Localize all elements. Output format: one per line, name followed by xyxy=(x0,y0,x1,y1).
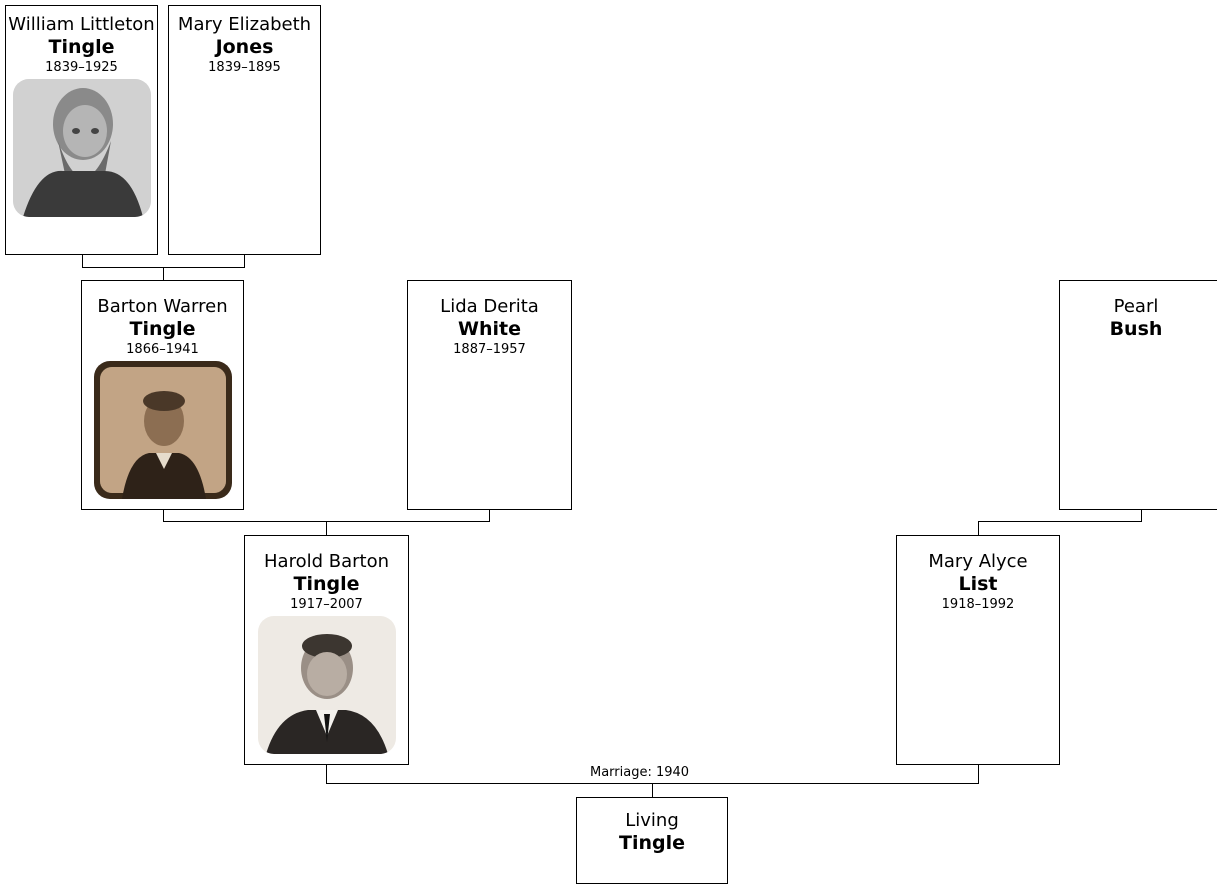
connector-line xyxy=(163,509,164,522)
person-dates: 1887–1957 xyxy=(453,342,526,357)
person-card-pearl-bush[interactable]: Pearl Bush xyxy=(1059,280,1217,510)
person-given-name: Mary Alyce xyxy=(928,551,1028,572)
connector-line xyxy=(978,764,979,784)
portrait-photo xyxy=(257,616,396,754)
person-dates: 1839–1925 xyxy=(45,60,118,75)
person-card-harold-tingle[interactable]: Harold Barton Tingle 1917–2007 xyxy=(244,535,409,765)
connector-line xyxy=(244,254,245,268)
person-card-lida-white[interactable]: Lida Derita White 1887–1957 xyxy=(407,280,572,510)
connector-line xyxy=(652,783,653,797)
connector-line xyxy=(978,521,979,535)
marriage-label: Marriage: 1940 xyxy=(588,765,692,781)
person-surname: List xyxy=(958,573,998,595)
person-surname: Bush xyxy=(1109,318,1163,340)
person-given-name: Pearl xyxy=(1113,296,1159,317)
person-given-name: Lida Derita xyxy=(440,296,539,317)
connector-line xyxy=(82,254,83,268)
connector-line xyxy=(326,764,327,784)
person-given-name: Living xyxy=(625,810,679,831)
person-dates: 1839–1895 xyxy=(208,60,281,75)
person-card-mary-elizabeth-jones[interactable]: Mary Elizabeth Jones 1839–1895 xyxy=(168,5,321,255)
connector-line xyxy=(1141,509,1142,522)
person-given-name: William Littleton xyxy=(8,14,155,35)
person-surname: Tingle xyxy=(619,832,685,854)
person-surname: Tingle xyxy=(293,573,360,595)
person-card-living-tingle[interactable]: Living Tingle xyxy=(576,797,728,884)
connector-line xyxy=(978,521,1142,522)
person-given-name: Barton Warren xyxy=(97,296,228,317)
person-surname: Tingle xyxy=(129,318,196,340)
connector-line xyxy=(489,509,490,522)
connector-line xyxy=(326,521,327,535)
person-surname: Tingle xyxy=(48,36,115,58)
person-card-william-tingle[interactable]: William Littleton Tingle 1839–1925 xyxy=(5,5,158,255)
person-given-name: Harold Barton xyxy=(264,551,389,572)
person-given-name: Mary Elizabeth xyxy=(177,14,312,35)
person-dates: 1918–1992 xyxy=(941,597,1015,612)
person-card-barton-tingle[interactable]: Barton Warren Tingle 1866–1941 xyxy=(81,280,244,510)
person-card-mary-alyce-list[interactable]: Mary Alyce List 1918–1992 xyxy=(896,535,1060,765)
person-surname: Jones xyxy=(215,36,274,58)
person-dates: 1917–2007 xyxy=(290,597,363,612)
portrait-photo xyxy=(12,79,151,217)
portrait-photo xyxy=(93,361,232,499)
connector-line xyxy=(163,267,164,281)
person-dates: 1866–1941 xyxy=(126,342,199,357)
person-surname: White xyxy=(458,318,521,340)
